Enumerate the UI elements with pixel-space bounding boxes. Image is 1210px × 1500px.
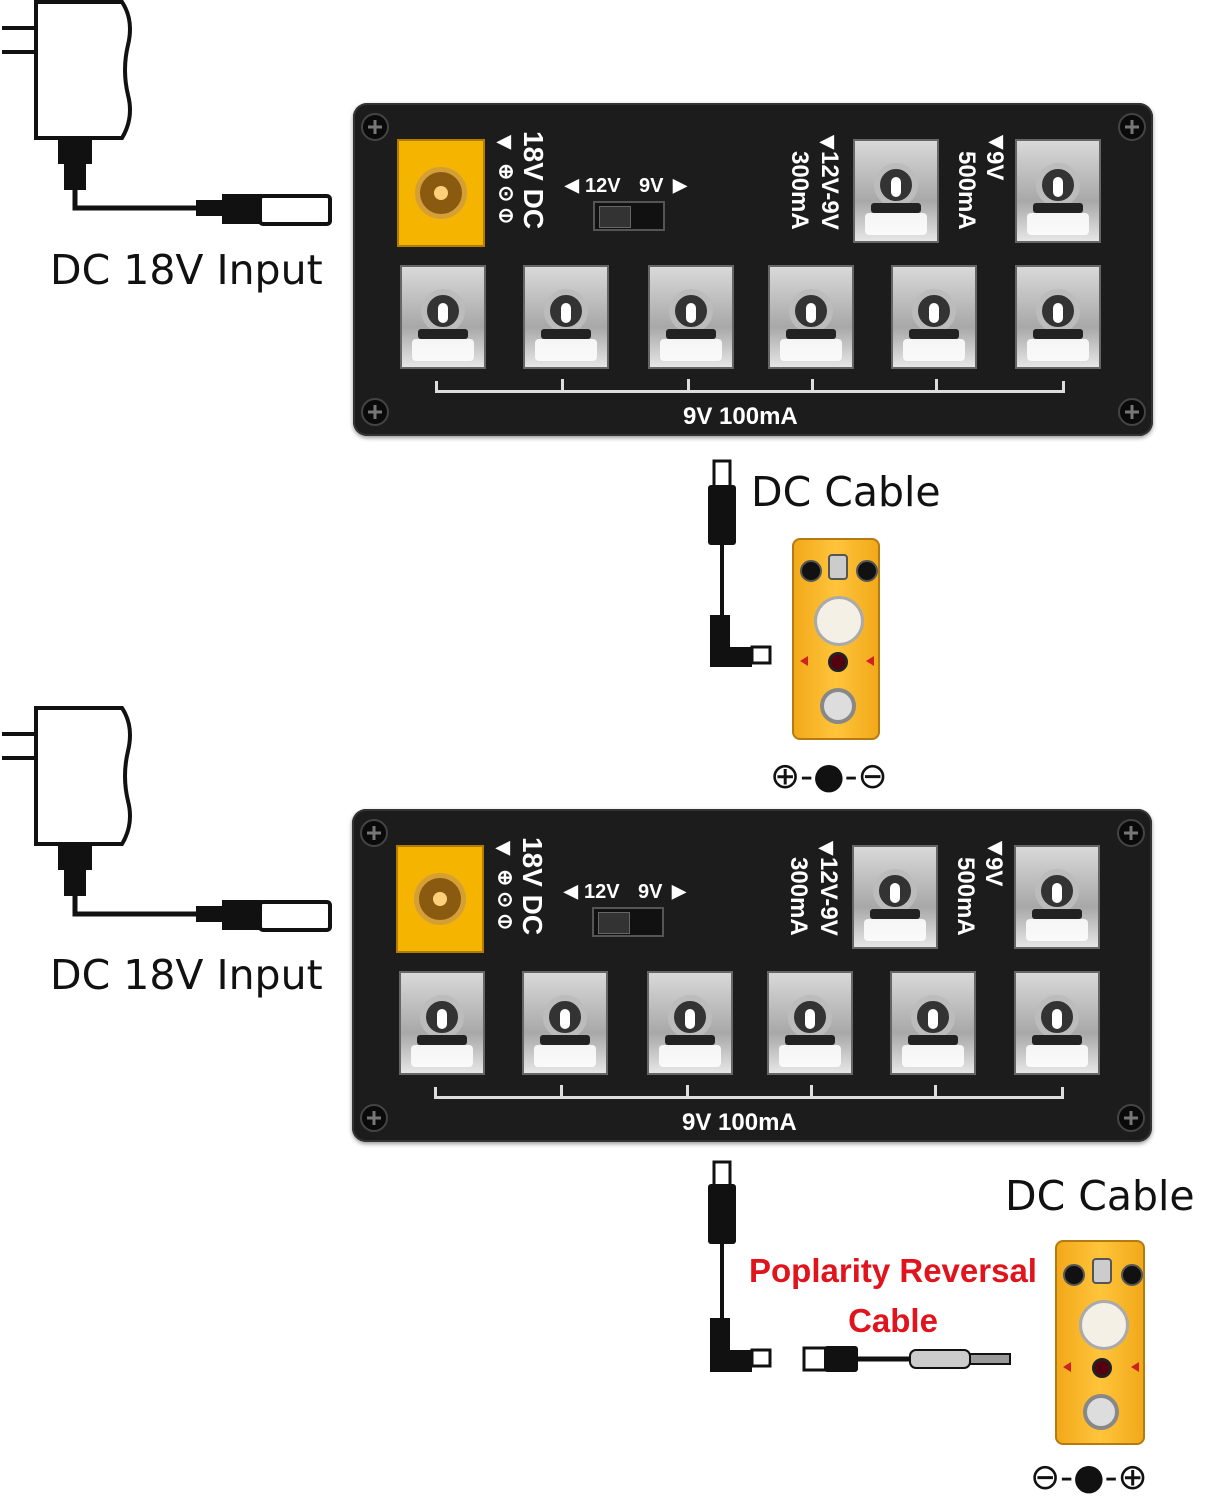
polarity-symbol-icon: ⊕⊙⊖ — [497, 161, 515, 227]
screw-icon — [1118, 113, 1146, 141]
dc-plug-icon — [708, 459, 772, 667]
voltage-switch[interactable] — [593, 201, 665, 231]
out2-rating-line2: 500mA — [953, 151, 980, 230]
switch-arrow-icon: ◀ — [564, 881, 578, 901]
screw-icon — [360, 819, 388, 847]
output-jack-9v-500ma[interactable] — [1014, 845, 1100, 949]
output-jack-9v-100ma[interactable] — [648, 265, 734, 369]
bus-rating-label: 9V 100mA — [683, 403, 798, 430]
output-jack-9v-100ma[interactable] — [768, 265, 854, 369]
guitar-pedal — [1055, 1240, 1145, 1445]
switch-right-label: 9V — [639, 175, 664, 197]
polarity-symbol-icon: ⊖-●-⊕ — [1030, 1457, 1148, 1498]
out1-rating-line1: 12V-9V — [816, 151, 843, 230]
output-jack-9v-100ma[interactable] — [400, 265, 486, 369]
polarity-symbol-icon: ⊕-●-⊖ — [770, 756, 888, 797]
output-jack-9v-100ma[interactable] — [1014, 971, 1100, 1075]
arrow-icon: ◀ — [989, 131, 1003, 151]
reversal-cable-label-line1: Poplarity Reversal — [749, 1252, 1037, 1289]
input-label: DC 18V Input — [50, 951, 323, 999]
output-jack-9v-100ma[interactable] — [1015, 265, 1101, 369]
output-jack-9v-100ma[interactable] — [522, 971, 608, 1075]
reversal-cable-label-line2: Cable — [848, 1302, 938, 1339]
switch-left-label: 12V — [585, 175, 621, 197]
out1-rating-line1: 12V-9V — [815, 857, 842, 936]
switch-left-label: 12V — [584, 881, 620, 903]
out2-rating-line1: 9V — [981, 151, 1008, 181]
input-voltage-text: 18V DC — [517, 837, 548, 936]
polarity-symbol-icon: ◀ — [496, 837, 510, 857]
guitar-pedal — [792, 538, 880, 740]
wall-adapter-icon — [2, 706, 332, 932]
bus-bracket — [435, 381, 1065, 393]
switch-arrow-icon: ▶ — [672, 881, 686, 901]
power-supply-panel: 18V DC ◀ ⊕⊙⊖ ◀ 12V 9V ▶ ◀ 12V-9V 300mA ◀… — [353, 103, 1153, 436]
switch-arrow-icon: ◀ — [565, 175, 579, 195]
wall-adapter-icon — [2, 0, 332, 226]
output-jack-9v-100ma[interactable] — [523, 265, 609, 369]
polarity-symbol-icon: ⊕⊙⊖ — [496, 867, 514, 933]
cable-label: DC Cable — [1005, 1172, 1195, 1220]
screw-icon — [1117, 1104, 1145, 1132]
output-jack-12v-9v[interactable] — [853, 139, 939, 243]
switch-right-label: 9V — [638, 881, 663, 903]
dc-input-jack[interactable] — [397, 139, 485, 247]
output-jack-12v-9v[interactable] — [852, 845, 938, 949]
polarity-symbol-icon: ◀ — [497, 131, 511, 151]
screw-icon — [361, 398, 389, 426]
output-jack-9v-100ma[interactable] — [891, 265, 977, 369]
switch-arrow-icon: ▶ — [673, 175, 687, 195]
bus-rating-label: 9V 100mA — [682, 1109, 797, 1136]
dc-input-jack[interactable] — [396, 845, 484, 953]
output-jack-9v-100ma[interactable] — [647, 971, 733, 1075]
arrow-icon: ◀ — [820, 131, 834, 151]
output-jack-9v-100ma[interactable] — [767, 971, 853, 1075]
output-jack-9v-500ma[interactable] — [1015, 139, 1101, 243]
output-jack-9v-100ma[interactable] — [890, 971, 976, 1075]
screw-icon — [360, 1104, 388, 1132]
screw-icon — [1118, 398, 1146, 426]
screw-icon — [361, 113, 389, 141]
dc-plug-icon — [708, 1160, 772, 1372]
polarity-reversal-cable-icon — [802, 1346, 1011, 1372]
voltage-switch[interactable] — [592, 907, 664, 937]
out2-rating-line1: 9V — [980, 857, 1007, 887]
out1-rating-line2: 300mA — [785, 857, 812, 936]
bus-bracket — [434, 1087, 1064, 1099]
cable-label: DC Cable — [751, 468, 941, 516]
input-label: DC 18V Input — [50, 246, 323, 294]
input-voltage-text: 18V DC — [518, 131, 549, 230]
arrow-icon: ◀ — [988, 837, 1002, 857]
arrow-icon: ◀ — [819, 837, 833, 857]
screw-icon — [1117, 819, 1145, 847]
out1-rating-line2: 300mA — [786, 151, 813, 230]
output-jack-9v-100ma[interactable] — [399, 971, 485, 1075]
out2-rating-line2: 500mA — [952, 857, 979, 936]
power-supply-panel: 18V DC ◀ ⊕⊙⊖ ◀ 12V 9V ▶ ◀ 12V-9V 300mA ◀… — [352, 809, 1152, 1142]
